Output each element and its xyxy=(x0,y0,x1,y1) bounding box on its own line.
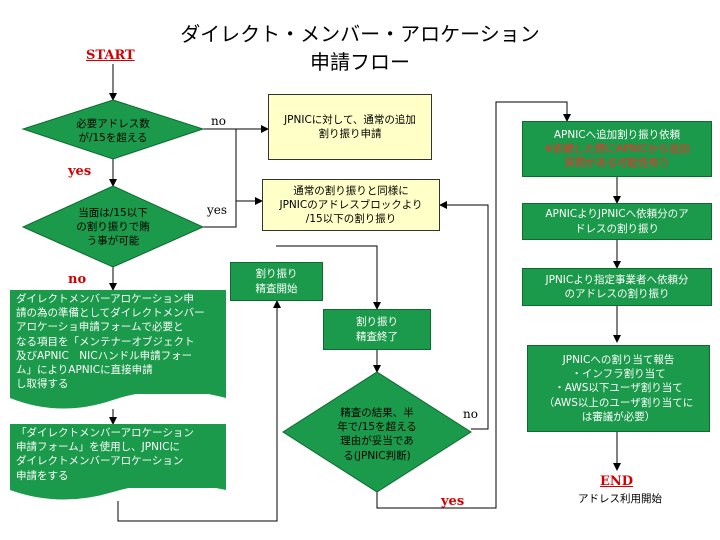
decision-2-line1: 当面は/15以下 xyxy=(78,207,148,219)
box-review-end-line2: 精査終了 xyxy=(356,330,398,343)
label-yes-3: yes xyxy=(441,494,465,509)
decision-1-line1: 必要アドレス数 xyxy=(76,118,150,130)
box-report-line4: （AWS以上のユーザ割り当てに xyxy=(543,396,694,409)
box-prep-line5: 及びAPNIC NICハンドル申請フォー xyxy=(16,349,193,362)
box-prep-line6: ム」によりAPNICに直接申請 xyxy=(16,363,153,376)
box-report-line3: ・AWS以下ユーザ割り当て xyxy=(554,382,683,395)
decision-3-text: 精査の結果、半 年で/15を超える 理由が妥当であ る(JPNIC判断) xyxy=(322,406,432,463)
box-review-end-line1: 割り振り xyxy=(356,316,398,329)
box-apnic-request-line1: APNICへ追加割り振り依頼 xyxy=(553,128,681,141)
connector-no3 xyxy=(439,201,489,430)
box-review-end: 割り振り 精査終了 xyxy=(323,309,431,350)
box-form: 「ダイレクトメンバーアロケーション 申請フォーム」を使用し、JPNICに ダイレ… xyxy=(10,424,226,488)
box-normal-alloc-line1: 通常の割り振りと同様に xyxy=(293,184,409,197)
box-jpnic-request-line1: JPNICに対して、通常の追加 xyxy=(284,113,416,126)
connector-form-review xyxy=(117,300,281,522)
decision-3-line2: 年で/15を超える xyxy=(337,421,417,434)
box-jpnic-alloc: JPNICより指定事業者へ依頼分 のアドレスの割り振り xyxy=(522,268,712,306)
decision-1-text: 必要アドレス数 が/15を超える xyxy=(53,117,173,145)
decision-1-line2: が/15を超える xyxy=(78,132,148,145)
end-label: END xyxy=(600,474,634,489)
box-form-line4: 申請をする xyxy=(16,469,69,482)
box-apnic-request: APNICへ追加割り振り依頼 ※依頼した際にAPNICから追加 質問がある可能性… xyxy=(522,121,712,177)
label-yes-1: yes xyxy=(68,164,92,179)
box-prep-line3: アロケーショ申請フォームで必要と xyxy=(16,321,184,334)
box-report: JPNICへの割り当て報告 ・インフラ割り当て ・AWS以下ユーザ割り当て （A… xyxy=(527,345,710,432)
decision-2-text: 当面は/15以下 の割り振りで賄 う事が可能 xyxy=(53,206,173,249)
decision-1-shape xyxy=(21,99,205,160)
box-normal-alloc: 通常の割り振りと同様に JPNICのアドレスブロックより /15以下の割り振り xyxy=(262,179,440,231)
box-jpnic-request: JPNICに対して、通常の追加 割り振り申請 xyxy=(268,94,432,160)
box-report-line2: ・インフラ割り当て xyxy=(571,368,666,381)
box-prep-line1: ダイレクトメンバーアロケーション申 xyxy=(16,293,194,305)
connector-yes3 xyxy=(376,101,571,509)
label-yes-2: yes xyxy=(207,203,228,217)
box-report-line5: は審議が必要） xyxy=(581,410,656,423)
box-review-start: 割り振り 精査開始 xyxy=(230,262,323,301)
box-normal-alloc-line2: JPNICのアドレスブロックより xyxy=(279,198,423,211)
connector-review xyxy=(276,245,381,310)
label-no-1: no xyxy=(211,114,226,128)
decision-3-line1: 精査の結果、半 xyxy=(340,407,414,419)
box-jpnic-request-line2: 割り振り申請 xyxy=(318,128,382,140)
box-apnic-alloc-line1: APNICよりJPNICへ依頼分のア xyxy=(545,208,689,221)
box-form-line2: 申請フォーム」を使用し、JPNICに xyxy=(16,441,180,454)
box-prep-line7: し取得する xyxy=(16,378,69,391)
box-prep: ダイレクトメンバーアロケーション申 請の為の準備としてダイレクトメンバー アロケ… xyxy=(10,290,226,394)
box-jpnic-alloc-line1: JPNICより指定事業者へ依頼分 xyxy=(545,273,689,286)
title-line1: ダイレクト・メンバー・アロケーション xyxy=(180,22,540,46)
title-line2: 申請フロー xyxy=(310,50,410,74)
label-no-3: no xyxy=(463,407,478,421)
decision-3-shape xyxy=(282,371,472,493)
decision-2-line3: う事が可能 xyxy=(86,235,140,248)
end-caption: アドレス利用開始 xyxy=(578,493,662,505)
box-apnic-alloc: APNICよりJPNICへ依頼分のア ドレスの割り振り xyxy=(522,203,712,240)
box-form-line1: 「ダイレクトメンバーアロケーション xyxy=(16,427,194,439)
decision-2-line2: の割り振りで賄 xyxy=(76,221,150,234)
start-label: START xyxy=(86,48,135,63)
box-prep-line2: 請の為の準備としてダイレクトメンバー xyxy=(16,307,205,320)
box-apnic-request-note2: 質問がある可能性有り xyxy=(564,157,670,170)
box-review-start-line2: 精査開始 xyxy=(255,282,298,295)
label-no-2: no xyxy=(68,272,87,287)
box-apnic-request-note1: ※依頼した際にAPNICから追加 xyxy=(544,142,690,155)
box-normal-alloc-line3: /15以下の割り振り xyxy=(305,213,397,226)
decision-3-line3: 理由が妥当であ xyxy=(340,435,414,448)
decision-3-line4: る(JPNIC判断) xyxy=(343,449,411,462)
prep-wave xyxy=(10,390,226,409)
box-review-start-line1: 割り振り xyxy=(255,268,298,281)
box-form-line3: ダイレクトメンバーアロケーション xyxy=(16,455,184,468)
box-jpnic-alloc-line2: のアドレスの割り振り xyxy=(564,288,670,300)
box-apnic-alloc-line2: ドレスの割り振り xyxy=(575,222,659,235)
box-prep-line4: なる項目を「メンテナーオブジェクト xyxy=(16,335,195,348)
box-report-line1: JPNICへの割り当て報告 xyxy=(562,354,675,367)
decision-2-shape xyxy=(21,185,205,268)
